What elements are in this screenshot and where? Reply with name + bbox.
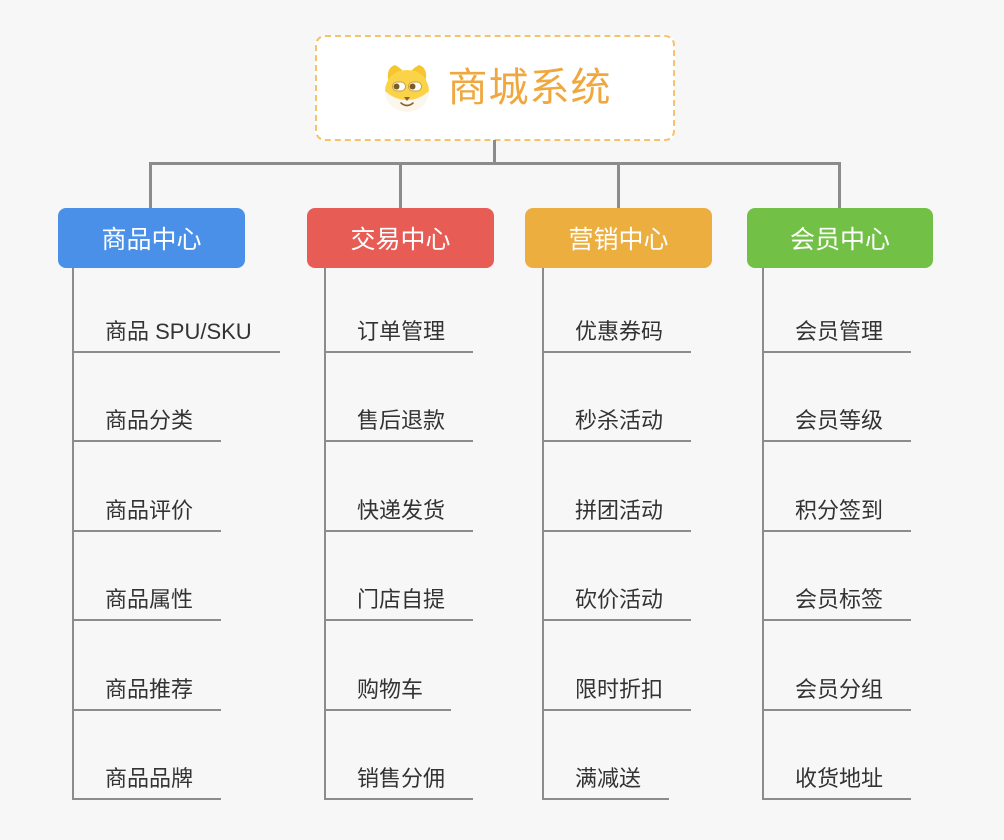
topic-item[interactable]: 会员等级 <box>762 353 912 443</box>
connector-drop-product <box>149 162 152 208</box>
branch-children-trade-center: 订单管理 售后退款 快递发货 门店自提 购物车 销售分佣 <box>324 268 474 800</box>
topic-item[interactable]: 商品属性 <box>72 532 222 622</box>
branch-label: 营销中心 <box>568 226 669 254</box>
topic-item[interactable]: 购物车 <box>324 621 452 711</box>
topic-item[interactable]: 积分签到 <box>762 442 912 532</box>
branch-label: 商品中心 <box>101 226 202 254</box>
topic-item[interactable]: 快递发货 <box>324 442 474 532</box>
topic-item[interactable]: 优惠券码 <box>542 268 692 353</box>
topic-item[interactable]: 订单管理 <box>324 268 474 353</box>
branch-node-trade-center[interactable]: 交易中心 <box>307 208 494 268</box>
topic-item[interactable]: 秒杀活动 <box>542 353 692 443</box>
topic-item[interactable]: 商品分类 <box>72 353 222 443</box>
connector-drop-trade <box>399 162 402 208</box>
branch-node-member-center[interactable]: 会员中心 <box>747 208 933 268</box>
topic-item[interactable]: 会员分组 <box>762 621 912 711</box>
branch-label: 交易中心 <box>350 226 451 254</box>
topic-item[interactable]: 商品推荐 <box>72 621 222 711</box>
topic-item[interactable]: 会员管理 <box>762 268 912 353</box>
connector-drop-member <box>838 162 841 208</box>
topic-item[interactable]: 销售分佣 <box>324 711 474 800</box>
topic-item[interactable]: 售后退款 <box>324 353 474 443</box>
topic-item[interactable]: 收货地址 <box>762 711 912 800</box>
shiba-dog-face-icon <box>379 62 435 114</box>
topic-item[interactable]: 会员标签 <box>762 532 912 622</box>
topic-item[interactable]: 砍价活动 <box>542 532 692 622</box>
branch-children-marketing-center: 优惠券码 秒杀活动 拼团活动 砍价活动 限时折扣 满减送 <box>542 268 692 800</box>
topic-item[interactable]: 商品 SPU/SKU <box>72 268 280 353</box>
branch-node-marketing-center[interactable]: 营销中心 <box>525 208 712 268</box>
topic-item[interactable]: 限时折扣 <box>542 621 692 711</box>
topic-item[interactable]: 商品评价 <box>72 442 222 532</box>
topic-item[interactable]: 满减送 <box>542 711 670 800</box>
topic-item[interactable]: 门店自提 <box>324 532 474 622</box>
branch-children-product-center: 商品 SPU/SKU 商品分类 商品评价 商品属性 商品推荐 商品品牌 <box>72 268 280 800</box>
connector-drop-marketing <box>617 162 620 208</box>
connector-root-stem <box>493 140 496 163</box>
branch-node-product-center[interactable]: 商品中心 <box>58 208 245 268</box>
root-node[interactable]: 商城系统 <box>315 35 675 141</box>
topic-item[interactable]: 商品品牌 <box>72 711 222 800</box>
branch-children-member-center: 会员管理 会员等级 积分签到 会员标签 会员分组 收货地址 <box>762 268 912 800</box>
connector-bus <box>150 162 841 165</box>
branch-label: 会员中心 <box>789 226 890 254</box>
root-title: 商城系统 <box>447 66 612 110</box>
topic-item[interactable]: 拼团活动 <box>542 442 692 532</box>
